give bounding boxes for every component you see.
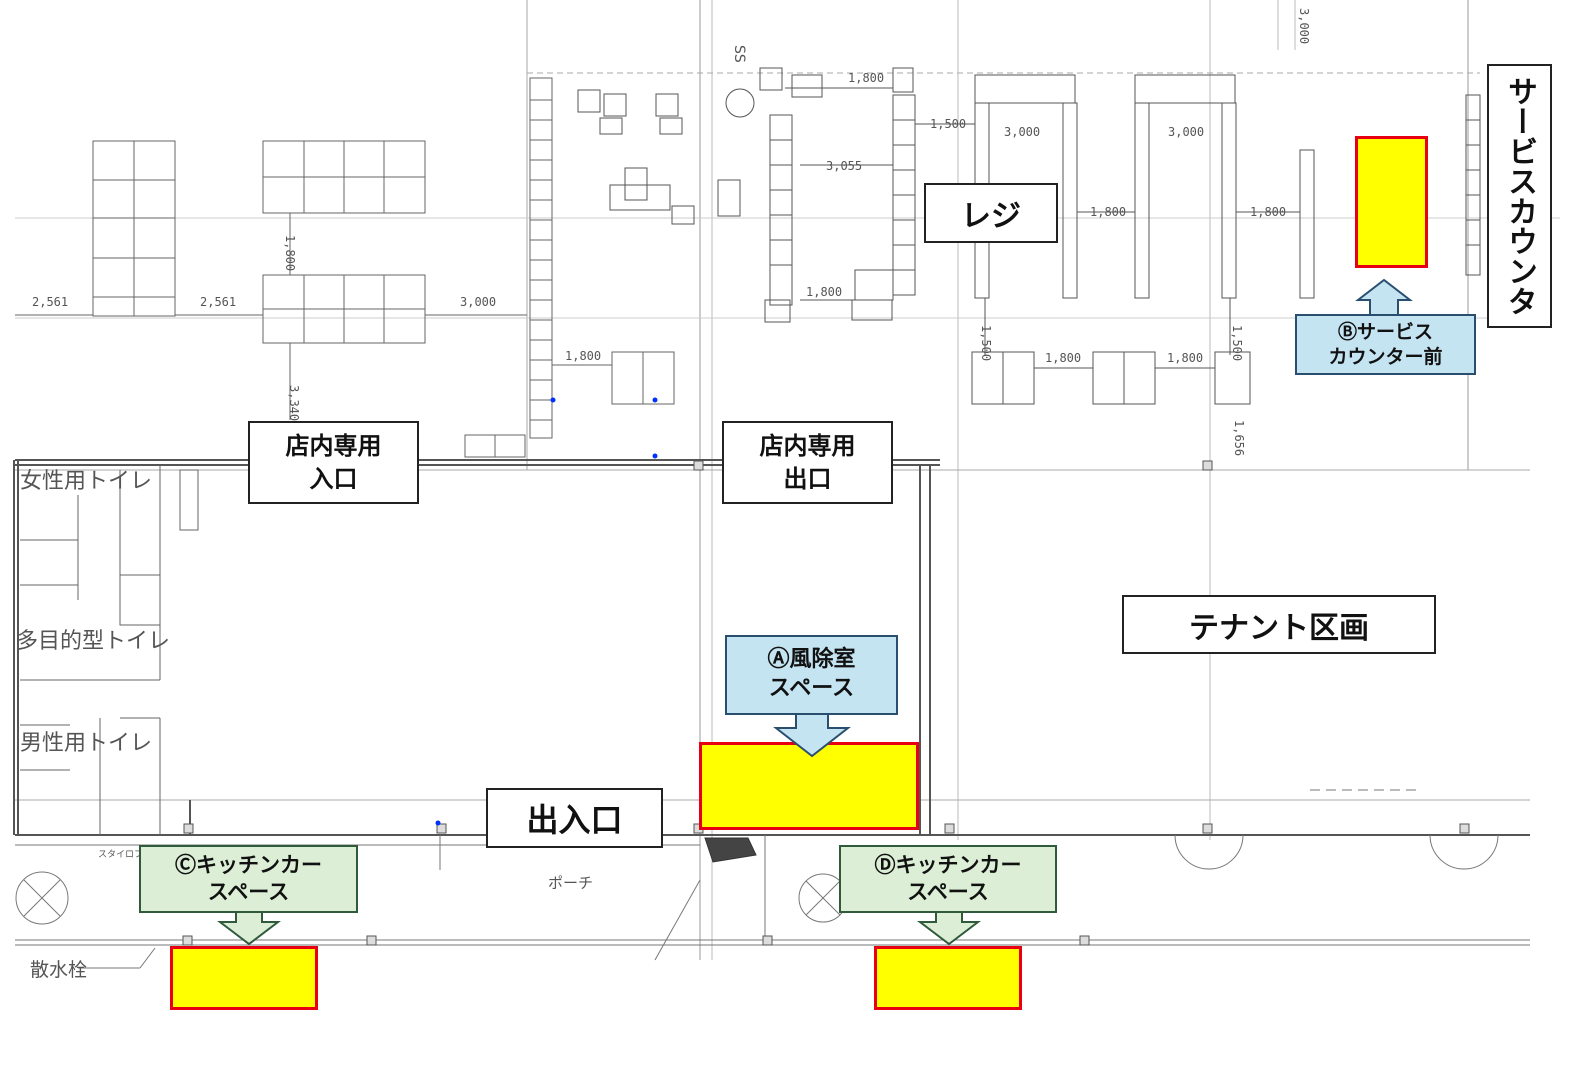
- tenant-label: テナント区画: [1122, 595, 1436, 654]
- styro-text: スタイロフォーム: [98, 849, 170, 860]
- dimension-label: 1,800: [1090, 205, 1126, 219]
- male-toilet-text: 男性用トイレ: [20, 731, 152, 756]
- service-front-callout: Ⓑサービス カウンター前: [1295, 314, 1476, 375]
- dimension-label: 1,800: [806, 285, 842, 299]
- entrance-only-label: 店内専用 入口: [248, 421, 419, 504]
- dimension-label: 2,561: [200, 295, 236, 309]
- arrow-service-front: [1355, 278, 1413, 317]
- arrow-kitchen-car-d: [917, 911, 981, 946]
- porch-text: ポーチ: [548, 874, 593, 892]
- dimension-label: 1,800: [848, 71, 884, 85]
- multi-toilet-text: 多目的型トイレ: [16, 629, 170, 654]
- dimension-label: 3,055: [826, 159, 862, 173]
- highlight-windbreak: [699, 742, 919, 830]
- dimension-label: 3,000: [1004, 125, 1040, 139]
- windbreak-callout: Ⓐ風除室 スペース: [725, 635, 898, 715]
- dimension-label: 1,800: [565, 349, 601, 363]
- kitchen-car-d-callout: Ⓓキッチンカー スペース: [839, 845, 1057, 913]
- dimension-label: 3,000: [1297, 8, 1311, 44]
- dimension-label: 1,500: [979, 325, 993, 361]
- dimension-label: 2,561: [32, 295, 68, 309]
- sprinkler-text: 散水栓: [30, 959, 87, 981]
- highlight-service-front: [1355, 136, 1428, 268]
- highlight-kitchen-car-c: [170, 946, 318, 1010]
- dimension-labels: 2,561 2,561 3,000 1,800 3,340 1,800 1,800 3,055…: [32, 8, 1311, 456]
- dimension-label: 3,000: [1168, 125, 1204, 139]
- dimension-label: 1,500: [930, 117, 966, 131]
- highlight-kitchen-car-d: [874, 946, 1022, 1010]
- arrow-windbreak: [773, 713, 851, 758]
- female-toilet-text: 女性用トイレ: [20, 469, 152, 494]
- dimension-label: 1,800: [1045, 351, 1081, 365]
- dimension-label: 1,656: [1232, 420, 1246, 456]
- dimension-label: 3,000: [460, 295, 496, 309]
- dimension-label: 1,800: [1250, 205, 1286, 219]
- kitchen-car-c-callout: Ⓒキッチンカー スペース: [139, 845, 358, 913]
- dimension-label: 1,500: [1230, 325, 1244, 361]
- dimension-label: 1,800: [283, 235, 297, 271]
- entrance-exit-label: 出入口: [486, 788, 663, 848]
- service-counter-label: サービスカウンタ: [1487, 64, 1552, 328]
- arrow-kitchen-car-c: [217, 911, 281, 946]
- register-label: レジ: [924, 183, 1058, 243]
- dimension-label: 3,340: [287, 385, 301, 421]
- exit-only-label: 店内専用 出口: [722, 421, 893, 504]
- dimension-label: 1,800: [1167, 351, 1203, 365]
- ss-text: SS: [731, 45, 747, 63]
